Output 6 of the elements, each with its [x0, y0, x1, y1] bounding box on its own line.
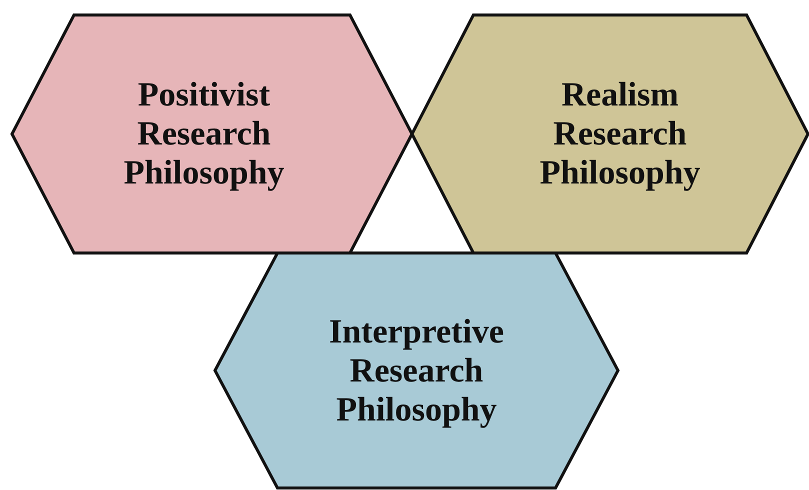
hexagon	[215, 253, 618, 488]
hexagon-label: Interpretive Research Philosophy	[328, 312, 505, 429]
hexagon-label: Positivist Research Philosophy	[122, 76, 286, 192]
hexagon	[412, 15, 808, 253]
hexagon	[12, 15, 412, 253]
hexagon-label: Realism Research Philosophy	[538, 76, 702, 192]
